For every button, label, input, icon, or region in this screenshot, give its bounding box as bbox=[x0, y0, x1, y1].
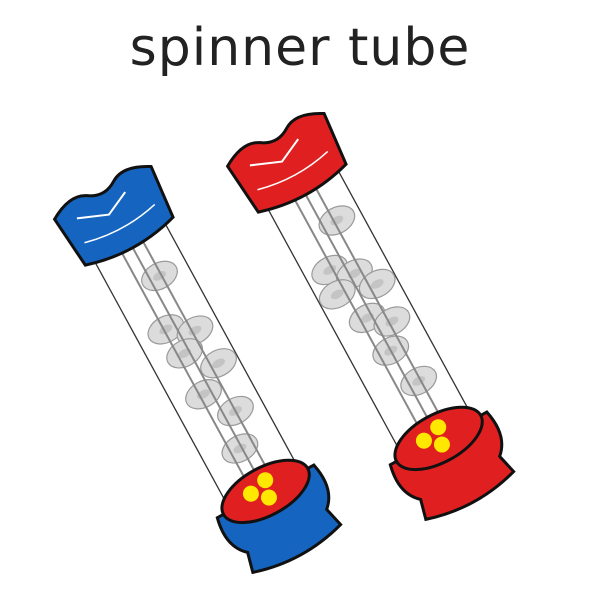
spinner-discs bbox=[135, 254, 264, 470]
blue-top-cap bbox=[52, 165, 175, 267]
blue-base bbox=[215, 463, 343, 575]
red-base bbox=[388, 410, 516, 522]
red-spinner-tube bbox=[225, 112, 516, 522]
red-top-cap bbox=[225, 112, 348, 214]
blue-spinner-tube bbox=[52, 165, 343, 575]
title: spinner tube bbox=[129, 18, 471, 78]
